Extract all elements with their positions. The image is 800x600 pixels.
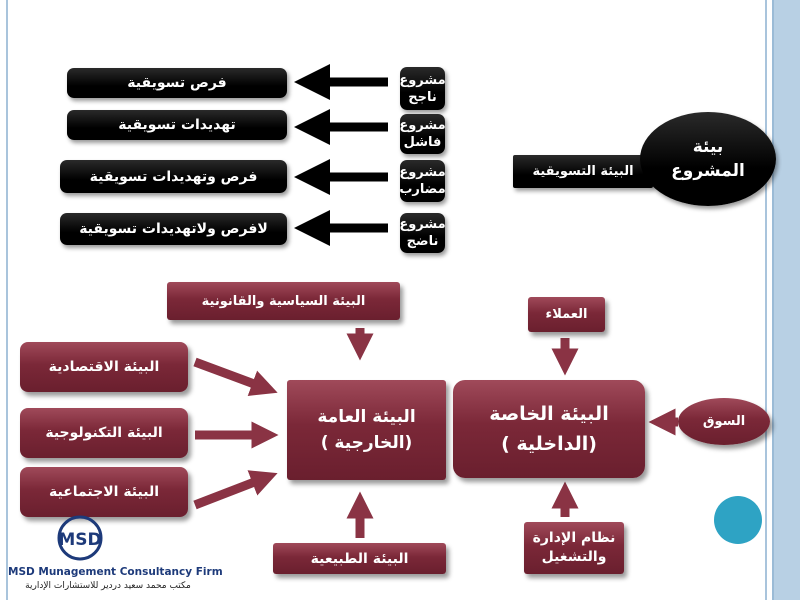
political-legal-box: البيئة السياسية والقانونية [167,282,400,320]
company-name-ar: مكتب محمد سعيد دردير للاستشارات الإدارية [25,581,191,591]
social-box: البيئة الاجتماعية [20,467,188,517]
market-ellipse: السوق [678,398,770,445]
outcome-box: فرص وتهديدات تسويقية [60,160,287,193]
accent-circle [714,496,762,544]
outcome-box: تهديدات تسويقية [67,110,287,140]
black-arrows [294,64,388,246]
management-system-box: نظام الإدارة والتشغيل [524,522,624,574]
outcome-box: فرص تسويقية [67,68,287,98]
project-type-box: مشروع ناجح [399,67,446,110]
outcome-box: لافرص ولاتهديدات تسويقية [60,213,287,245]
right-decor-line [765,0,767,600]
arrow-social [193,470,278,510]
special-environment-box: البيئة الخاصة (الداخلية ) [453,380,645,478]
company-name-en: MSD Munagement Consultancy Firm [8,566,223,578]
general-environment-box: البيئة العامة (الخارجية ) [287,380,446,480]
msd-logo-icon: MSD [57,515,103,561]
arrow-economic [193,357,278,396]
svg-text:MSD: MSD [58,530,101,550]
right-decor-band [772,0,800,600]
maroon-arrows [193,328,678,538]
economic-box: البيئة الاقتصادية [20,342,188,392]
project-type-box: مشروع فاشل [399,114,446,154]
technological-box: البيئة التكنولوجية [20,408,188,458]
clients-box: العملاء [528,297,605,332]
project-environment-ellipse: بيئة المشروع [640,112,776,206]
project-type-box: مشروع مضارب [399,160,446,202]
marketing-environment-bar: البيئة التسويقية [513,155,653,188]
project-type-box: مشروع ناضج [399,213,446,253]
natural-environment-box: البيئة الطبيعية [273,543,446,574]
left-decor-line [6,0,8,600]
